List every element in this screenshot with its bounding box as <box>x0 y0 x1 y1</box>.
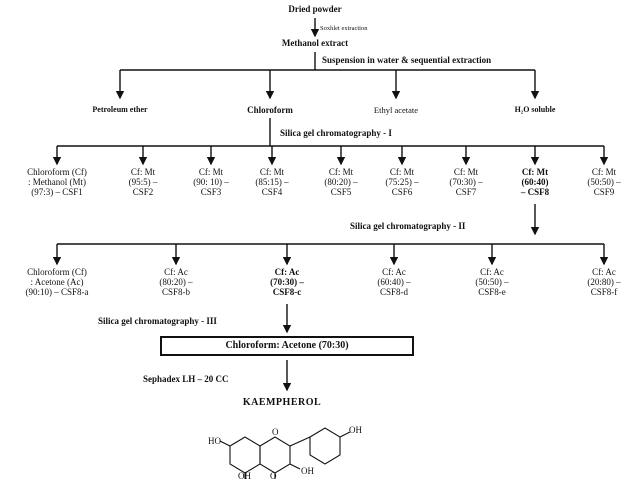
csf8-node-line: (80:20) – <box>159 277 193 287</box>
csf-node: Cf: Mt(70:30) –CSF7 <box>449 167 482 197</box>
silica-gel-3-label: Silica gel chromatography - III <box>98 316 217 326</box>
fraction-chloroform: Chloroform <box>247 105 293 115</box>
csf-node: Cf: Mt(50:50) –CSF9 <box>587 167 620 197</box>
csf-node-line: Cf: Mt <box>521 167 549 177</box>
structure-label-oh-3: OH <box>301 466 314 476</box>
csf-node-line: CSF7 <box>455 187 477 197</box>
csf8-node-line: (50:50) – <box>475 277 509 287</box>
csf8-node: Cf: Ac(20:80) –CSF8-f <box>587 267 620 297</box>
csf-node-line: Cf: Mt <box>130 167 156 177</box>
csf-node-line: (85:15) – <box>255 177 289 187</box>
methanol-extract-label: Methanol extract <box>281 38 349 48</box>
csf8-node: Chloroform (Cf): Acetone (Ac)(90:10) – C… <box>26 267 89 297</box>
fraction-h2o-soluble: H₂O soluble <box>514 105 556 114</box>
ring-a <box>229 436 261 474</box>
structure-label-ring-o: O <box>272 427 279 437</box>
csf-node: Cf: Mt(90: 10) –CSF3 <box>193 167 229 197</box>
csf-node-line: (50:50) – <box>587 177 621 187</box>
csf-node-line: (95:5) – <box>128 177 158 187</box>
csf8-node: Cf: Ac(60:40) –CSF8-d <box>377 267 410 297</box>
silica-gel-1-label: Silica gel chromatography - I <box>280 128 392 138</box>
csf8-node-line: (60:40) – <box>377 277 411 287</box>
fraction-ethyl-acetate: Ethyl acetate <box>373 105 419 115</box>
csf-node-line: CSF4 <box>261 187 283 197</box>
csf-node-line: (60:40) <box>521 177 549 187</box>
csf8-node-line: CSF8-b <box>161 287 190 297</box>
csf-node-line: – CSF8 <box>520 187 550 197</box>
ring-b <box>309 427 341 465</box>
silica-gel-2-label: Silica gel chromatography - II <box>350 221 466 231</box>
structure-label-ho: HO <box>208 436 221 446</box>
csf-node-line: Cf: Mt <box>198 167 224 177</box>
csf8-node-line: CSF8-d <box>379 287 408 297</box>
csf-node-line: CSF6 <box>391 187 413 197</box>
sephadex-label: Sephadex LH – 20 CC <box>143 374 229 384</box>
csf8-node-line: Cf: Ac <box>592 267 616 277</box>
structure-label-oh-4prime: OH <box>349 425 362 435</box>
csf8-node-line: Chloroform (Cf) <box>27 267 87 277</box>
csf8-node-line: Cf: Ac <box>164 267 188 277</box>
csf8-node-line: Cf: Ac <box>382 267 406 277</box>
csf8-node: Cf: Ac(70:30) –CSF8-c <box>270 267 304 297</box>
csf-node-line: (90: 10) – <box>193 177 229 187</box>
product-name: KAEMPHEROL <box>242 397 322 408</box>
csf8-node-line: (90:10) – CSF8-a <box>25 287 89 297</box>
csf8-node-line: CSF8-e <box>478 287 506 297</box>
csf-node-line: CSF5 <box>330 187 352 197</box>
csf8-node: Cf: Ac(80:20) –CSF8-b <box>159 267 192 297</box>
csf-node-line: Cf: Mt <box>591 167 617 177</box>
structure-label-carbonyl-o: O <box>270 471 277 479</box>
csf-node: Cf: Mt(95:5) –CSF2 <box>129 167 158 197</box>
csf8-node-line: : Acetone (Ac) <box>30 277 84 287</box>
soxhlet-label: Soxhlet extraction <box>320 25 368 32</box>
csf-node: Cf: Mt(85:15) –CSF4 <box>255 167 288 197</box>
csf8-node-line: Cf: Ac <box>274 267 300 277</box>
csf-node: Chloroform (Cf): Methanol (Mt)(97:3) – C… <box>27 167 87 197</box>
csf8-node-line: CSF8-c <box>272 287 302 297</box>
kaempferol-structure: HO OH O OH OH O <box>208 425 362 479</box>
csf-node-line: Cf: Mt <box>453 167 479 177</box>
csf-node-line: CSF2 <box>132 187 154 197</box>
csf8-node-line: (20:80) – <box>587 277 621 287</box>
csf8-node-line: (70:30) – <box>270 277 304 287</box>
csf-node-line: Cf: Mt <box>389 167 415 177</box>
sequential-extraction-label: Suspension in water & sequential extract… <box>322 55 492 65</box>
csf-node-line: Chloroform (Cf) <box>27 167 87 177</box>
csf-node-line: CSF3 <box>200 187 222 197</box>
csf-node-line: Cf: Mt <box>328 167 354 177</box>
csf-node-line: (75:25) – <box>385 177 419 187</box>
csf8-node-line: Cf: Ac <box>480 267 504 277</box>
csf-node-line: CSF9 <box>593 187 615 197</box>
csf-node: Cf: Mt(60:40)– CSF8 <box>521 167 549 197</box>
csf-node-line: (70:30) – <box>449 177 483 187</box>
fraction-petroleum-ether: Petroleum ether <box>92 105 148 114</box>
csf-node-line: (80:20) – <box>324 177 358 187</box>
csf8-node: Cf: Ac(50:50) –CSF8-e <box>475 267 508 297</box>
csf-node-line: Cf: Mt <box>259 167 285 177</box>
csf-node: Cf: Mt(80:20) –CSF5 <box>324 167 357 197</box>
structure-label-oh-5: OH <box>238 471 251 479</box>
final-eluent-box: Chloroform: Acetone (70:30) <box>160 336 414 356</box>
dried-powder-label: Dried powder <box>288 4 342 14</box>
csf8-node-line: CSF8-f <box>590 287 618 297</box>
ring-c <box>259 436 291 474</box>
csf-node: Cf: Mt(75:25) –CSF6 <box>385 167 418 197</box>
csf-node-line: : Methanol (Mt) <box>28 177 86 187</box>
csf-node-line: (97:3) – CSF1 <box>31 187 83 197</box>
